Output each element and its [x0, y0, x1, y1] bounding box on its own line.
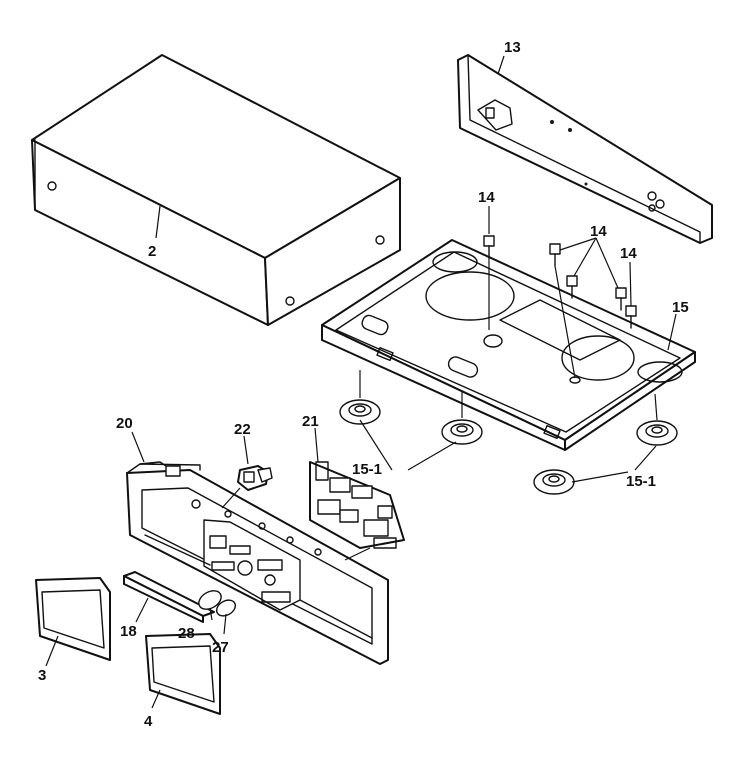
label-part-14-b: 14 [590, 223, 607, 240]
foot-2 [441, 419, 483, 445]
label-part-15-1-a: 15-1 [352, 461, 382, 478]
part-15-chassis [321, 239, 696, 451]
label-part-20: 20 [116, 415, 133, 432]
part-22-switch [221, 435, 273, 509]
label-part-21: 21 [302, 413, 319, 430]
screw-2 [549, 243, 561, 267]
part-13-rear-panel [457, 54, 713, 244]
screw-4 [615, 287, 627, 311]
label-part-15-1-b: 15-1 [626, 473, 656, 490]
part-4-door [145, 633, 221, 715]
screw-3 [566, 275, 578, 299]
label-part-2: 2 [148, 243, 156, 260]
part-2-top-cover [31, 54, 401, 326]
label-part-28: 28 [178, 625, 195, 642]
part-20-front-panel [126, 431, 389, 665]
label-part-13: 13 [504, 39, 521, 56]
part-3-door [35, 577, 111, 667]
label-part-15: 15 [672, 299, 689, 316]
label-part-3: 3 [38, 667, 46, 684]
foot-4 [636, 420, 678, 446]
part-14-screws [483, 206, 637, 379]
label-part-14-c: 14 [620, 245, 637, 262]
part-15-1-feet [339, 370, 678, 495]
label-part-18: 18 [120, 623, 137, 640]
part-21-pcb-assembly [309, 427, 405, 561]
label-part-27: 27 [212, 639, 229, 656]
foot-1 [339, 399, 381, 425]
part-28-knob [198, 590, 222, 621]
foot-3 [533, 469, 575, 495]
part-18-display-window [123, 571, 215, 623]
screw-1 [483, 235, 495, 259]
label-part-4: 4 [144, 713, 153, 730]
label-part-14-a: 14 [478, 189, 495, 206]
part-27-knob [215, 599, 237, 635]
label-part-22: 22 [234, 421, 251, 438]
